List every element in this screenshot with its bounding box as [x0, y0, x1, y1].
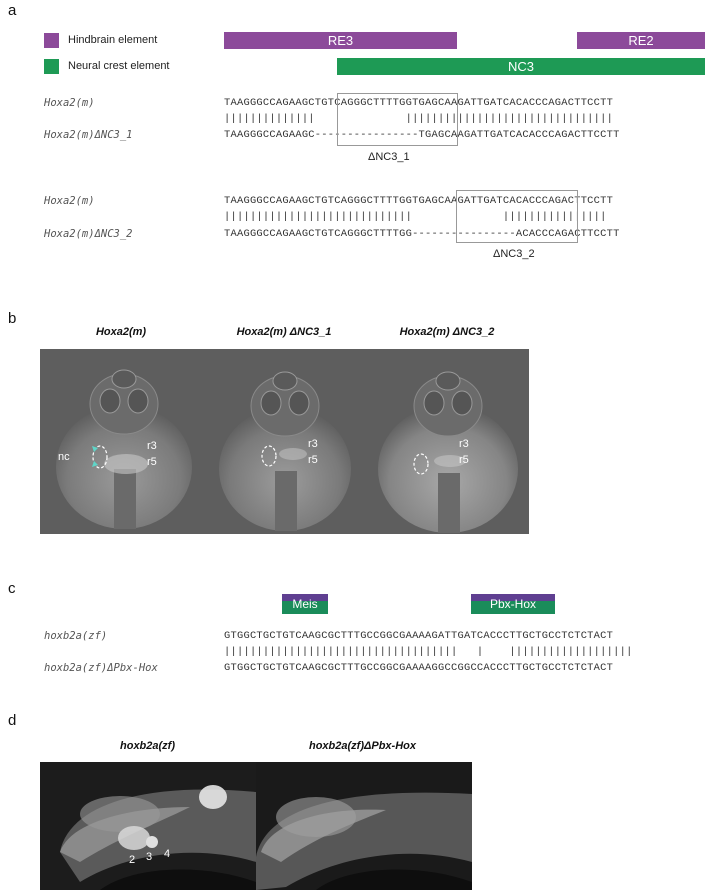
nc-annotation: nc: [58, 451, 70, 463]
re3-bar: RE3: [224, 32, 457, 49]
r3-annotation-3: r3: [459, 438, 469, 450]
embryo-image-hoxa2-dnc3-1: r3 r5: [203, 349, 366, 534]
deletion-label-dnc3-2: ΔNC3_2: [493, 248, 535, 260]
panel-letter-a: a: [8, 2, 17, 19]
embryo-drawing-dnc3-2: [366, 349, 529, 534]
deletion-box-dnc3-2: [456, 190, 578, 243]
embryo-drawing-dnc3-1: [203, 349, 366, 534]
image-title-hoxb2a: hoxb2a(zf): [120, 740, 175, 752]
hindbrain-legend-label: Hindbrain element: [68, 34, 158, 46]
embryo-drawing-hoxa2: [40, 349, 203, 534]
r3-annotation-2: r3: [308, 438, 318, 450]
rhombomere-label-3: 3: [146, 851, 153, 863]
rhombomere-label-4: 4: [164, 848, 171, 860]
seq-hoxa2-dnc3-2: TAAGGGCCAGAAGCTGTCAGGGCTTTTGG-----------…: [224, 228, 620, 240]
seq-alignment-bars-c: |||||||||||||||||||||||||||||||||||| | |…: [224, 646, 633, 658]
deletion-label-dnc3-1: ΔNC3_1: [368, 151, 410, 163]
rhombomere-label-2: 2: [129, 854, 136, 866]
r5-annotation-2: r5: [308, 454, 318, 466]
panel-letter-d: d: [8, 712, 17, 729]
seq-label-hoxa2-wt-2: Hoxa2(m): [44, 195, 95, 207]
r5-annotation-3: r5: [459, 454, 469, 466]
image-title-hoxa2: Hoxa2(m): [95, 326, 147, 338]
r5-annotation-1: r5: [147, 456, 157, 468]
re2-bar: RE2: [577, 32, 705, 49]
seq-label-hoxb2a: hoxb2a(zf): [44, 630, 108, 642]
panel-letter-b: b: [8, 310, 17, 327]
seq-hoxa2-wt-1: TAAGGGCCAGAAGCTGTCAGGGCTTTTGGTGAGCAAGATT…: [224, 97, 614, 109]
image-title-hoxa2-dnc3-1: Hoxa2(m) ΔNC3_1: [236, 326, 332, 338]
pbx-hox-binding-site: Pbx-Hox: [471, 594, 555, 614]
seq-label-hoxa2-wt-1: Hoxa2(m): [44, 97, 95, 109]
nc3-bar: NC3: [337, 58, 705, 75]
meis-binding-site: Meis: [282, 594, 328, 614]
neural-crest-legend-label: Neural crest element: [68, 60, 170, 72]
seq-label-hoxb2a-dpbxhox: hoxb2a(zf)ΔPbx-Hox: [44, 662, 158, 674]
seq-label-hoxa2-dnc3-1: Hoxa2(m)ΔNC3_1: [44, 129, 133, 141]
seq-hoxa2-wt-2: TAAGGGCCAGAAGCTGTCAGGGCTTTTGGTGAGCAAGATT…: [224, 195, 614, 207]
embryo-image-hoxa2: nc r3 r5: [40, 349, 203, 534]
seq-alignment-bars-2: ||||||||||||||||||||||||||||| ||||||||||…: [224, 211, 607, 223]
seq-label-hoxa2-dnc3-2: Hoxa2(m)ΔNC3_2: [44, 228, 133, 240]
zebrafish-drawing-hoxb2a: [40, 762, 256, 890]
image-title-hoxb2a-dpbxhox: hoxb2a(zf)ΔPbx-Hox: [308, 740, 416, 752]
zebrafish-drawing-dpbxhox: [256, 762, 472, 890]
seq-hoxa2-dnc3-1: TAAGGGCCAGAAGC----------------TGAGCAAGAT…: [224, 129, 620, 141]
embryo-image-hoxa2-dnc3-2: r3 r5: [366, 349, 529, 534]
deletion-box-dnc3-1: [337, 93, 458, 146]
panel-letter-c: c: [8, 580, 16, 597]
zebrafish-image-hoxb2a: 2 3 4: [40, 762, 256, 890]
r3-annotation-1: r3: [147, 440, 157, 452]
zebrafish-image-hoxb2a-dpbxhox: [256, 762, 472, 890]
hindbrain-legend-swatch: [44, 33, 59, 48]
seq-hoxb2a-wt: GTGGCTGCTGTCAAGCGCTTTGCCGGCGAAAAGATTGATC…: [224, 630, 614, 642]
seq-hoxb2a-dpbxhox: GTGGCTGCTGTCAAGCGCTTTGCCGGCGAAAAGGCCGGCC…: [224, 662, 614, 674]
image-title-hoxa2-dnc3-2: Hoxa2(m) ΔNC3_2: [399, 326, 495, 338]
neural-crest-legend-swatch: [44, 59, 59, 74]
